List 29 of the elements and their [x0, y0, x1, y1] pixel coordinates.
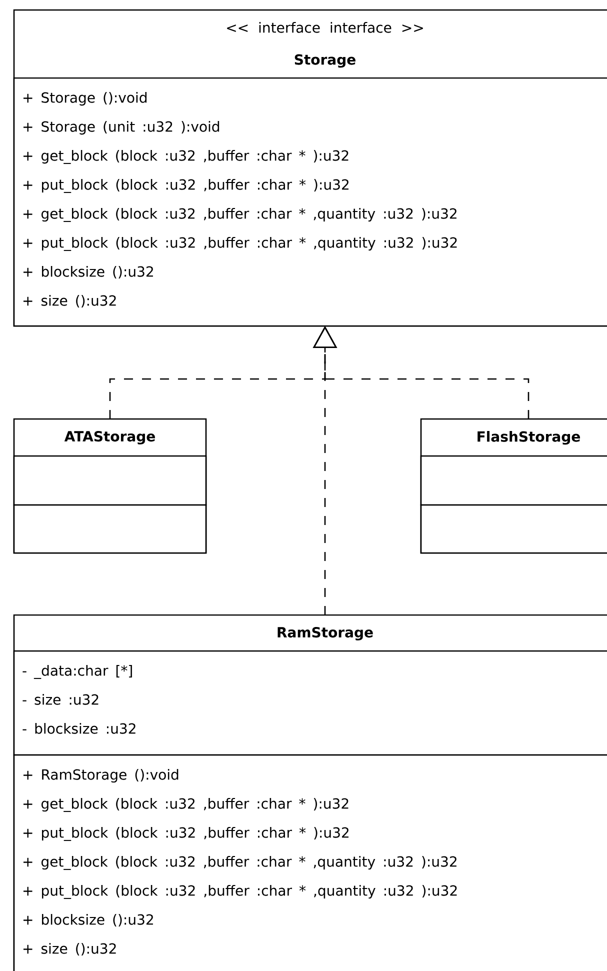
member-text: + get_block (block :u32 ,buffer :char * ):u32: [24, 798, 348, 812]
member-text: + put_block (block :u32 ,buffer :char * ,quantity :u32 ):u32: [24, 885, 457, 899]
class-name: FlashStorage: [478, 431, 580, 445]
member-text: - blocksize :u32: [22, 723, 136, 734]
member-text: + size ():u32: [24, 943, 116, 956]
member-text: - size :u32: [22, 694, 98, 705]
member-text: + put_block (block :u32 ,buffer :char * ):u32: [24, 179, 348, 193]
class-name: RamStorage: [278, 627, 373, 640]
member-text: + get_block (block :u32 ,buffer :char * ,quantity :u32 ):u32: [24, 208, 456, 222]
member-text: + get_block (block :u32 ,buffer :char * ,quantity :u32 ):u32: [24, 856, 456, 870]
member-text: + Storage (unit :u32 ):void: [24, 121, 220, 135]
compartment-box: [13, 77, 607, 327]
compartment-box: [13, 650, 607, 756]
member-text: + blocksize ():u32: [24, 266, 153, 278]
member-text: + RamStorage ():void: [24, 769, 178, 783]
stereotype-text: << interface interface >>: [227, 22, 423, 33]
member-text: + blocksize ():u32: [24, 914, 153, 926]
member-text: + Storage ():void: [24, 92, 147, 106]
compartment-box: [420, 504, 607, 554]
compartment-box: [420, 455, 607, 506]
compartment-box: [13, 455, 207, 506]
member-text: - _data:char [*]: [22, 665, 132, 679]
member-text: + put_block (block :u32 ,buffer :char * ,quantity :u32 ):u32: [24, 237, 457, 251]
member-text: + size ():u32: [24, 295, 116, 308]
compartment-box: [13, 504, 207, 554]
class-name: Storage: [294, 54, 356, 68]
class-name: ATAStorage: [64, 431, 155, 444]
member-text: + get_block (block :u32 ,buffer :char * ):u32: [24, 150, 348, 164]
member-text: + put_block (block :u32 ,buffer :char * ):u32: [24, 827, 348, 841]
